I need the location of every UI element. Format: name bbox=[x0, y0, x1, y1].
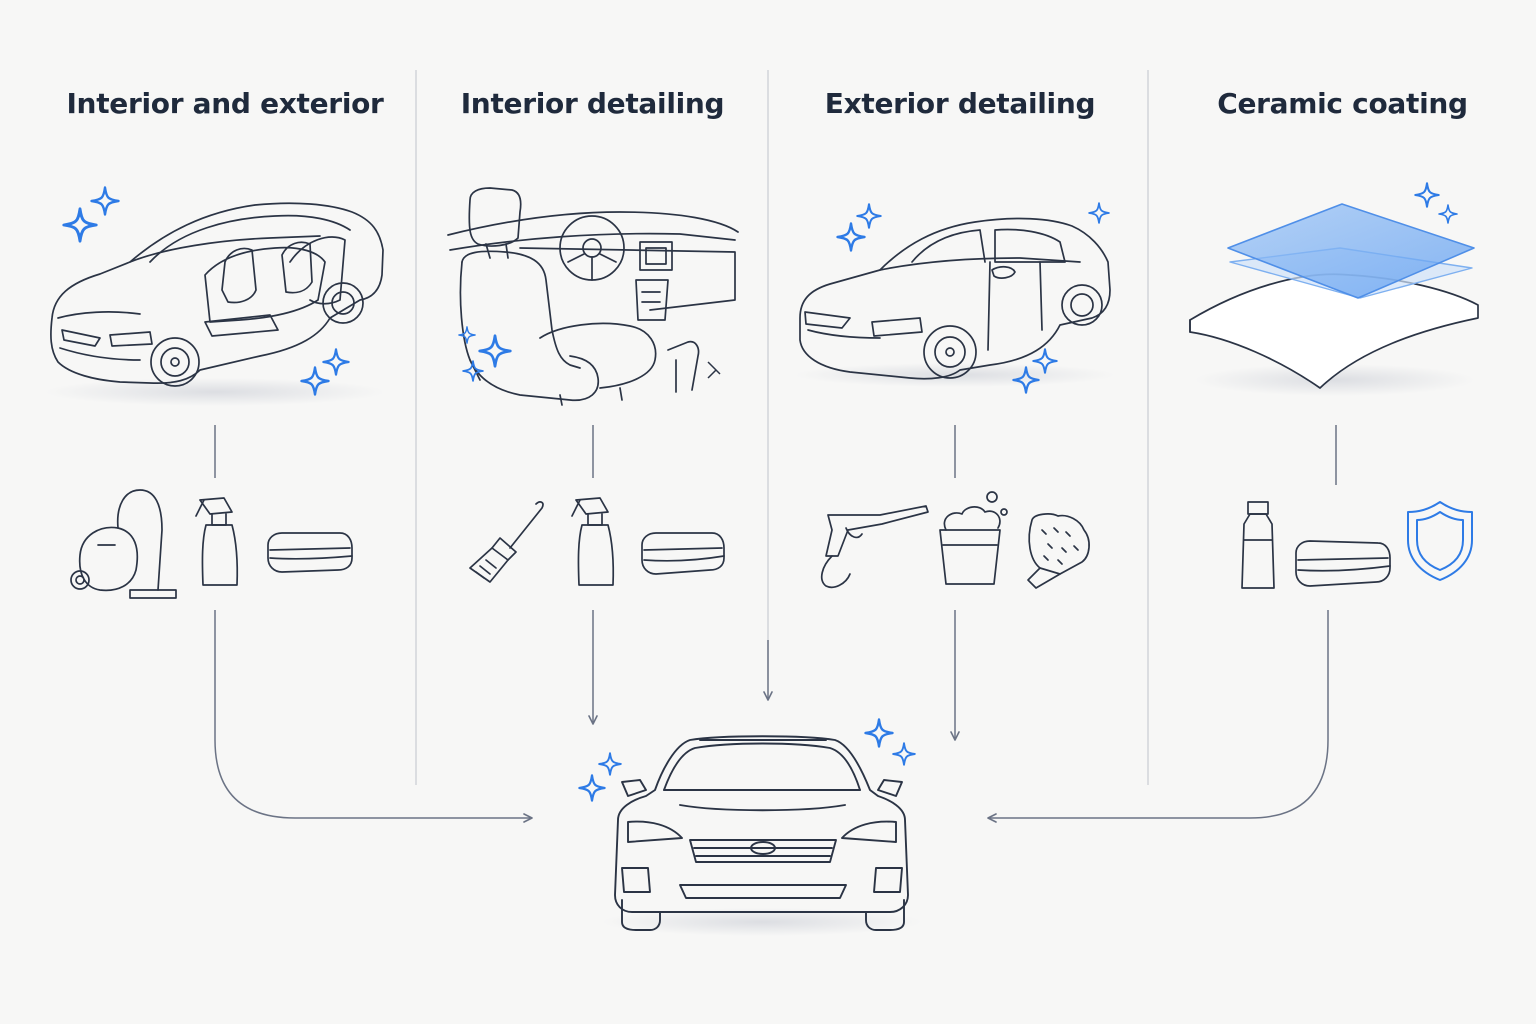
foam-bucket-icon bbox=[939, 491, 1008, 585]
sparkle-icon bbox=[462, 360, 484, 382]
sparkle-icon bbox=[598, 752, 622, 776]
connector-col4-to-result bbox=[987, 610, 1329, 823]
sparkle-icon bbox=[1438, 204, 1458, 224]
sparkle-icon bbox=[90, 186, 120, 216]
pressure-washer-icon bbox=[820, 505, 929, 589]
coating-bottle-icon bbox=[1241, 501, 1275, 589]
front-car-icon bbox=[602, 735, 922, 936]
sparkle-icon bbox=[1414, 182, 1440, 208]
vacuum-cleaner-icon bbox=[70, 489, 177, 599]
sparkle-icon bbox=[478, 334, 512, 368]
sedan-side-icon bbox=[795, 217, 1115, 387]
column-title-interior-and-exterior: Interior and exterior bbox=[66, 87, 384, 120]
folded-towel-icon bbox=[641, 532, 725, 575]
shield-icon bbox=[1407, 501, 1473, 581]
column-title-ceramic-coating: Ceramic coating bbox=[1217, 87, 1468, 120]
sparkle-icon bbox=[1088, 202, 1110, 224]
spray-bottle-icon bbox=[195, 497, 239, 586]
folded-towel-icon bbox=[267, 532, 353, 573]
connector-col1-to-result bbox=[214, 610, 533, 823]
column-title-exterior-detailing: Exterior detailing bbox=[824, 87, 1096, 120]
column-title-interior-detailing: Interior detailing bbox=[460, 87, 725, 120]
car-interior-seat-icon bbox=[447, 187, 739, 406]
connectors bbox=[214, 425, 1337, 823]
sparkle-icon bbox=[892, 742, 916, 766]
sparkle-icon bbox=[322, 348, 350, 376]
column-dividers bbox=[415, 70, 1149, 785]
sparkle-icon bbox=[836, 222, 866, 252]
detailing-brush-icon bbox=[469, 501, 544, 583]
sparkle-icon bbox=[62, 207, 98, 243]
coating-layers-icon bbox=[1189, 203, 1479, 396]
small-sparkle-icon bbox=[707, 361, 721, 379]
sparkle-icon bbox=[458, 326, 476, 344]
wash-mitt-icon bbox=[1027, 513, 1090, 589]
sparkle-icon bbox=[856, 203, 882, 229]
folded-towel-icon bbox=[1295, 540, 1391, 587]
sparkle-icon bbox=[864, 718, 894, 748]
sparkle-icon bbox=[578, 774, 606, 802]
spray-bottle-icon bbox=[571, 497, 615, 586]
car-open-doors-icon bbox=[45, 202, 385, 406]
